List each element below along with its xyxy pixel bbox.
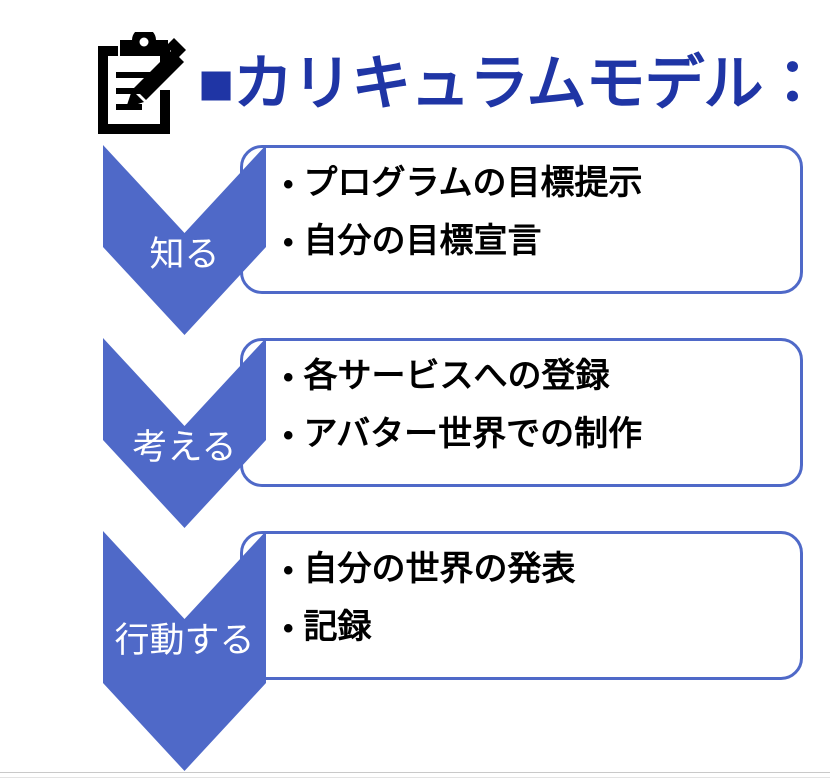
step-detail-box: • プログラムの目標提示 • 自分の目標宣言: [240, 145, 803, 294]
list-item: • プログラムの目標提示: [283, 164, 800, 202]
slide-header: ■カリキュラムモデル：: [90, 28, 822, 140]
process-step-row: • 自分の世界の発表 • 記録 行動する: [0, 531, 830, 771]
bullet-icon: •: [283, 611, 294, 645]
list-item: • 記録: [283, 607, 800, 646]
list-item: • アバター世界での制作: [283, 414, 800, 453]
slide-bottom-divider-secondary: [0, 777, 830, 778]
clipboard-pencil-icon: [90, 32, 186, 136]
bullet-icon: •: [283, 225, 294, 259]
chevron-arrow-shape: 知る: [103, 145, 266, 335]
bullet-icon: •: [283, 168, 294, 201]
chevron-arrow-shape: 行動する: [103, 531, 266, 771]
list-item-label: 自分の目標宣言: [303, 221, 542, 260]
step-detail-box: • 自分の世界の発表 • 記録: [240, 531, 803, 680]
slide-bottom-divider: [0, 772, 830, 773]
list-item-label: 記録: [303, 607, 372, 646]
page-title: ■カリキュラムモデル：: [198, 50, 822, 117]
list-item: • 各サービスへの登録: [283, 357, 800, 395]
process-step-row: • 各サービスへの登録 • アバター世界での制作 考える: [0, 338, 830, 528]
list-item-label: プログラムの目標提示: [303, 164, 643, 202]
chevron-arrow-shape: 考える: [103, 338, 266, 528]
bullet-icon: •: [283, 418, 294, 452]
list-item-label: アバター世界での制作: [303, 414, 643, 453]
step-detail-box: • 各サービスへの登録 • アバター世界での制作: [240, 338, 803, 487]
list-item-label: 各サービスへの登録: [303, 357, 610, 395]
bullet-icon: •: [283, 554, 294, 587]
process-step-row: • プログラムの目標提示 • 自分の目標宣言 知る: [0, 145, 830, 335]
list-item-label: 自分の世界の発表: [303, 550, 576, 588]
bullet-icon: •: [283, 361, 294, 394]
list-item: • 自分の世界の発表: [283, 550, 800, 588]
list-item: • 自分の目標宣言: [283, 221, 800, 260]
